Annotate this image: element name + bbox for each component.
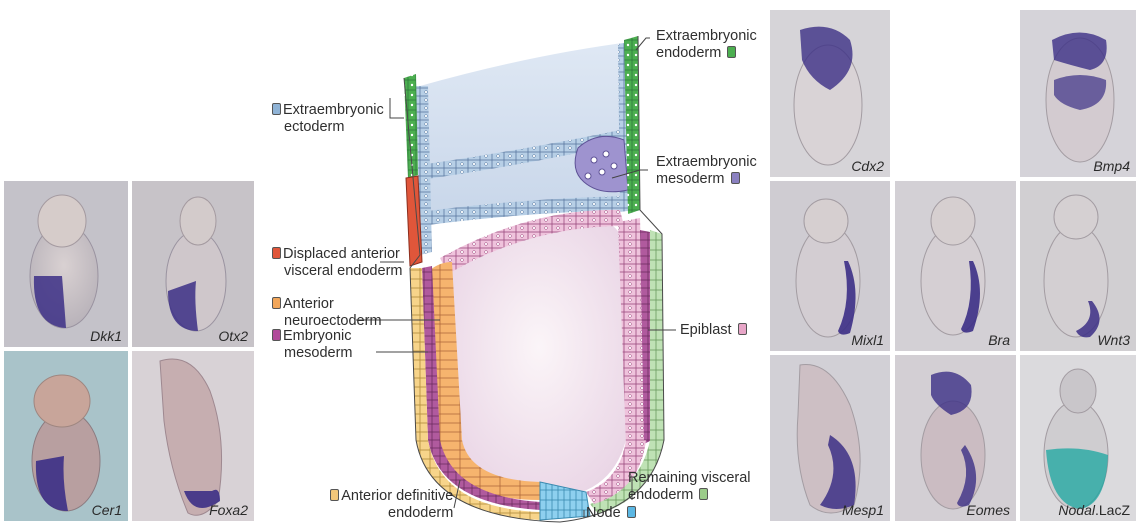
chip-embryonic-mesoderm <box>272 329 281 341</box>
extraembryonic-endoderm-left <box>404 74 418 178</box>
label-extraembryonic-ectoderm: Extraembryonic ectoderm <box>270 102 384 136</box>
chip-epiblast <box>738 323 747 335</box>
chip-extraembryonic-endoderm <box>727 46 736 58</box>
chip-remaining-visceral-endoderm <box>699 488 708 500</box>
label-epiblast: Epiblast <box>680 322 749 339</box>
label-node: Node <box>586 505 638 522</box>
chip-extraembryonic-mesoderm <box>731 172 740 184</box>
label-anterior-definitive-endoderm: Anterior definitive endoderm <box>316 488 453 522</box>
chip-displaced-ave <box>272 247 281 259</box>
label-extraembryonic-mesoderm: Extraembryonic mesoderm <box>656 154 757 188</box>
chip-extraembryonic-ectoderm <box>272 103 281 115</box>
label-embryonic-mesoderm: Embryonic mesoderm <box>270 328 353 362</box>
label-anterior-neuroectoderm: Anterior neuroectoderm <box>270 296 382 330</box>
label-remaining-visceral-endoderm: Remaining visceral endoderm <box>628 470 751 504</box>
label-extraembryonic-endoderm: Extraembryonic endoderm <box>656 28 757 62</box>
proamniotic-cavity <box>448 224 630 498</box>
chip-anterior-definitive-endoderm <box>330 489 339 501</box>
chip-node <box>627 506 636 518</box>
chip-anterior-neuroectoderm <box>272 297 281 309</box>
label-displaced-ave: Displaced anterior visceral endoderm <box>270 246 402 280</box>
